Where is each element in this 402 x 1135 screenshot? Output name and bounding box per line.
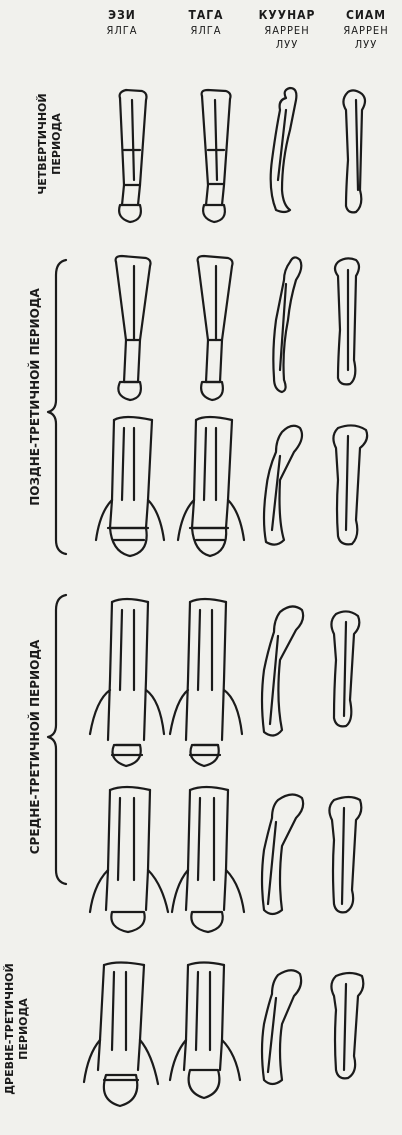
ulna-quaternary [271, 88, 297, 212]
hindleg-middle-tertiary-1 [170, 599, 242, 766]
hindleg-quaternary [202, 90, 231, 222]
radius-late-tertiary-1 [335, 258, 359, 384]
foreleg-middle-tertiary-2 [90, 787, 168, 932]
ulna-late-tertiary-2 [264, 426, 302, 545]
hindleg-late-tertiary-2 [178, 417, 244, 556]
ulna-early-tertiary [262, 970, 301, 1084]
radius-middle-tertiary-1 [331, 611, 359, 726]
hindleg-early-tertiary [170, 963, 240, 1099]
hindleg-middle-tertiary-2 [172, 787, 244, 932]
ulna-middle-tertiary-2 [262, 794, 303, 914]
foreleg-late-tertiary-2 [96, 417, 164, 556]
foreleg-middle-tertiary-1 [90, 599, 164, 766]
ulna-middle-tertiary-1 [262, 606, 303, 735]
foreleg-early-tertiary [84, 963, 158, 1107]
bracket-middle-tertiary [48, 595, 66, 884]
radius-early-tertiary [331, 973, 363, 1078]
foreleg-late-tertiary-1 [116, 256, 151, 400]
foreleg-quaternary [119, 90, 146, 222]
bracket-late-tertiary [48, 260, 66, 554]
radius-middle-tertiary-2 [329, 797, 361, 912]
ulna-late-tertiary-1 [273, 257, 301, 392]
radius-quaternary [343, 90, 365, 212]
radius-late-tertiary-2 [333, 425, 367, 544]
hindleg-late-tertiary-1 [198, 256, 233, 400]
